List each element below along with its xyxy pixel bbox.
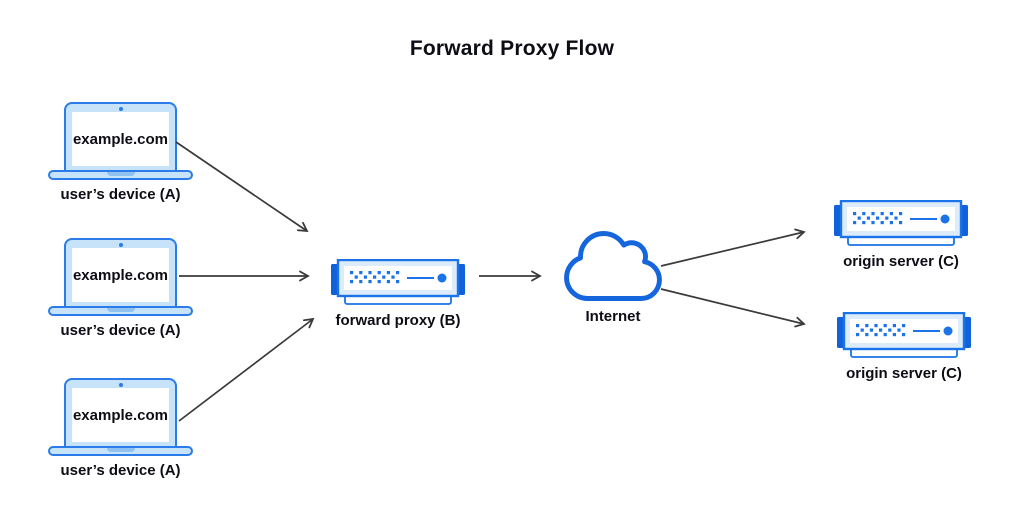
origin-server-label: origin server (C) [843, 253, 959, 270]
node-internet: Internet [563, 230, 663, 325]
laptop-base-notch [106, 308, 135, 312]
laptop-base [48, 170, 193, 180]
forward-proxy-label: forward proxy (B) [335, 312, 461, 329]
user-device-label: user’s device (A) [60, 462, 181, 479]
laptop-icon: example.com [48, 238, 193, 316]
node-forward-proxy: forward proxy (B) [331, 259, 465, 329]
laptop-base [48, 446, 193, 456]
laptop-base [48, 306, 193, 316]
laptop-base-notch [106, 448, 135, 452]
page-title: Forward Proxy Flow [409, 37, 615, 60]
user-device-label: user’s device (A) [60, 322, 181, 339]
node-user-device-3: example.com user’s device (A) [48, 378, 193, 479]
laptop-camera-dot [118, 106, 123, 111]
laptop-screen-text: example.com [72, 248, 169, 302]
laptop-icon: example.com [48, 378, 193, 456]
laptop-screen-text: example.com [72, 388, 169, 442]
internet-label: Internet [585, 308, 641, 325]
laptop-bezel: example.com [64, 378, 177, 448]
origin-server-icon [834, 200, 968, 247]
laptop-camera-dot [118, 242, 123, 247]
arrow-device1-to-proxy [175, 141, 309, 233]
arrow-internet-to-origin2 [660, 288, 806, 328]
node-user-device-2: example.com user’s device (A) [48, 238, 193, 339]
proxy-server-icon [331, 259, 465, 306]
cloud-icon [564, 231, 662, 301]
origin-server-icon [837, 312, 971, 359]
origin-server-label: origin server (C) [846, 365, 962, 382]
laptop-screen-text: example.com [72, 112, 169, 166]
laptop-bezel: example.com [64, 238, 177, 308]
node-origin-server-2: origin server (C) [837, 312, 971, 382]
node-origin-server-1: origin server (C) [834, 200, 968, 270]
laptop-bezel: example.com [64, 102, 177, 172]
arrow-device3-to-proxy [178, 317, 315, 422]
arrow-internet-to-origin1 [660, 228, 806, 267]
laptop-base-notch [106, 172, 135, 176]
laptop-icon: example.com [48, 102, 193, 180]
node-user-device-1: example.com user’s device (A) [48, 102, 193, 203]
user-device-label: user’s device (A) [60, 186, 181, 203]
laptop-camera-dot [118, 382, 123, 387]
